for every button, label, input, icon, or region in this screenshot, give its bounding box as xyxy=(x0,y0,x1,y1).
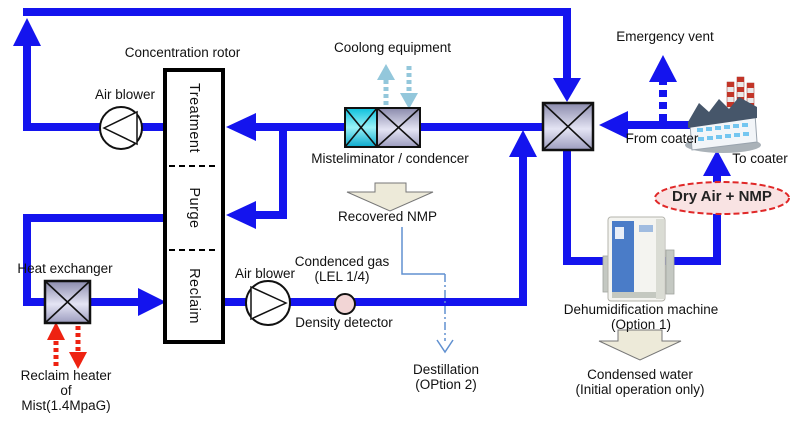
emergency-vent-label: Emergency vent xyxy=(616,29,714,44)
pipe-reclaim-out xyxy=(224,156,527,306)
destillation-label: Destillation (OPtion 2) xyxy=(412,362,480,392)
cooling-equipment-label: Coolong equipment xyxy=(333,40,452,55)
factory-windows xyxy=(697,123,749,141)
condensed-water-label: Condensed water (Initial operation only) xyxy=(575,367,705,397)
cooling-up-arrow-icon xyxy=(377,64,395,80)
to-coater-label: To coater xyxy=(732,151,788,166)
reclaim-heater-label: Reclaim heater of Mist(1.4MpaG) xyxy=(20,368,112,413)
concentration-rotor-label: Concentration rotor xyxy=(124,45,241,60)
arrow-into-treatment-icon xyxy=(226,113,256,141)
arrow-up-left-return-icon xyxy=(13,18,41,46)
misteliminator-icon xyxy=(344,107,378,148)
junction-box-icon xyxy=(541,101,595,152)
concentration-rotor-box xyxy=(163,68,225,344)
condenser-icon xyxy=(376,107,421,148)
heater-up-arrow-icon xyxy=(47,322,65,340)
reclaim-heater-arrows xyxy=(47,322,87,369)
air-blower-right-icon xyxy=(245,280,291,326)
thin-line-solid xyxy=(401,227,445,275)
arrow-into-junction-right-icon xyxy=(599,111,628,139)
recovered-nmp-label: Recovered NMP xyxy=(337,209,438,224)
density-detector-label: Density detector xyxy=(295,315,393,330)
rotor-section-treatment-label: Treatment xyxy=(186,82,202,154)
recovered-nmp-to-destillation-line xyxy=(401,227,454,354)
factory-icon xyxy=(685,76,761,153)
dehumidification-machine-label: Dehumidification machine (Option 1) xyxy=(563,302,719,332)
rotor-section-purge-label: Purge xyxy=(186,187,202,229)
arrow-join-main-line-icon xyxy=(509,130,537,157)
arrow-to-coater-icon xyxy=(703,150,731,176)
heat-exchanger-label: Heat exchanger xyxy=(17,261,113,276)
arrow-emergency-vent-icon xyxy=(649,55,677,82)
misteliminator-label: Misteliminator / condencer xyxy=(311,151,469,166)
arrow-down-into-junction-icon xyxy=(553,78,581,102)
density-detector-icon xyxy=(334,293,356,315)
heat-exchanger-icon xyxy=(43,279,92,325)
air-blower-right-label: Air blower xyxy=(234,266,296,281)
arrow-into-reclaim-icon xyxy=(138,288,166,316)
pipe-branch-to-purge xyxy=(253,127,287,219)
arrow-into-purge-icon xyxy=(226,201,256,229)
cooling-down-arrow-icon xyxy=(400,93,418,109)
air-blower-left-label: Air blower xyxy=(94,87,156,102)
rotor-section-reclaim-label: Reclaim xyxy=(186,268,202,324)
arrow-destillation-icon xyxy=(436,339,454,354)
dry-air-nmp-label: Dry Air + NMP xyxy=(672,188,772,205)
heater-down-arrow-icon xyxy=(69,352,87,369)
dehumidifier-icon xyxy=(602,216,675,302)
condenced-gas-label: Condenced gas (LEL 1/4) xyxy=(294,254,390,284)
dry-air-nmp-oval xyxy=(654,181,790,215)
air-blower-left-icon xyxy=(99,106,143,150)
from-coater-label: From coater xyxy=(625,131,699,146)
recovered-nmp-block-arrow-icon xyxy=(346,182,434,212)
cooling-equipment-arrows xyxy=(377,64,418,109)
condensed-water-block-arrow-icon xyxy=(598,329,682,361)
pipe-top-return xyxy=(23,8,571,80)
